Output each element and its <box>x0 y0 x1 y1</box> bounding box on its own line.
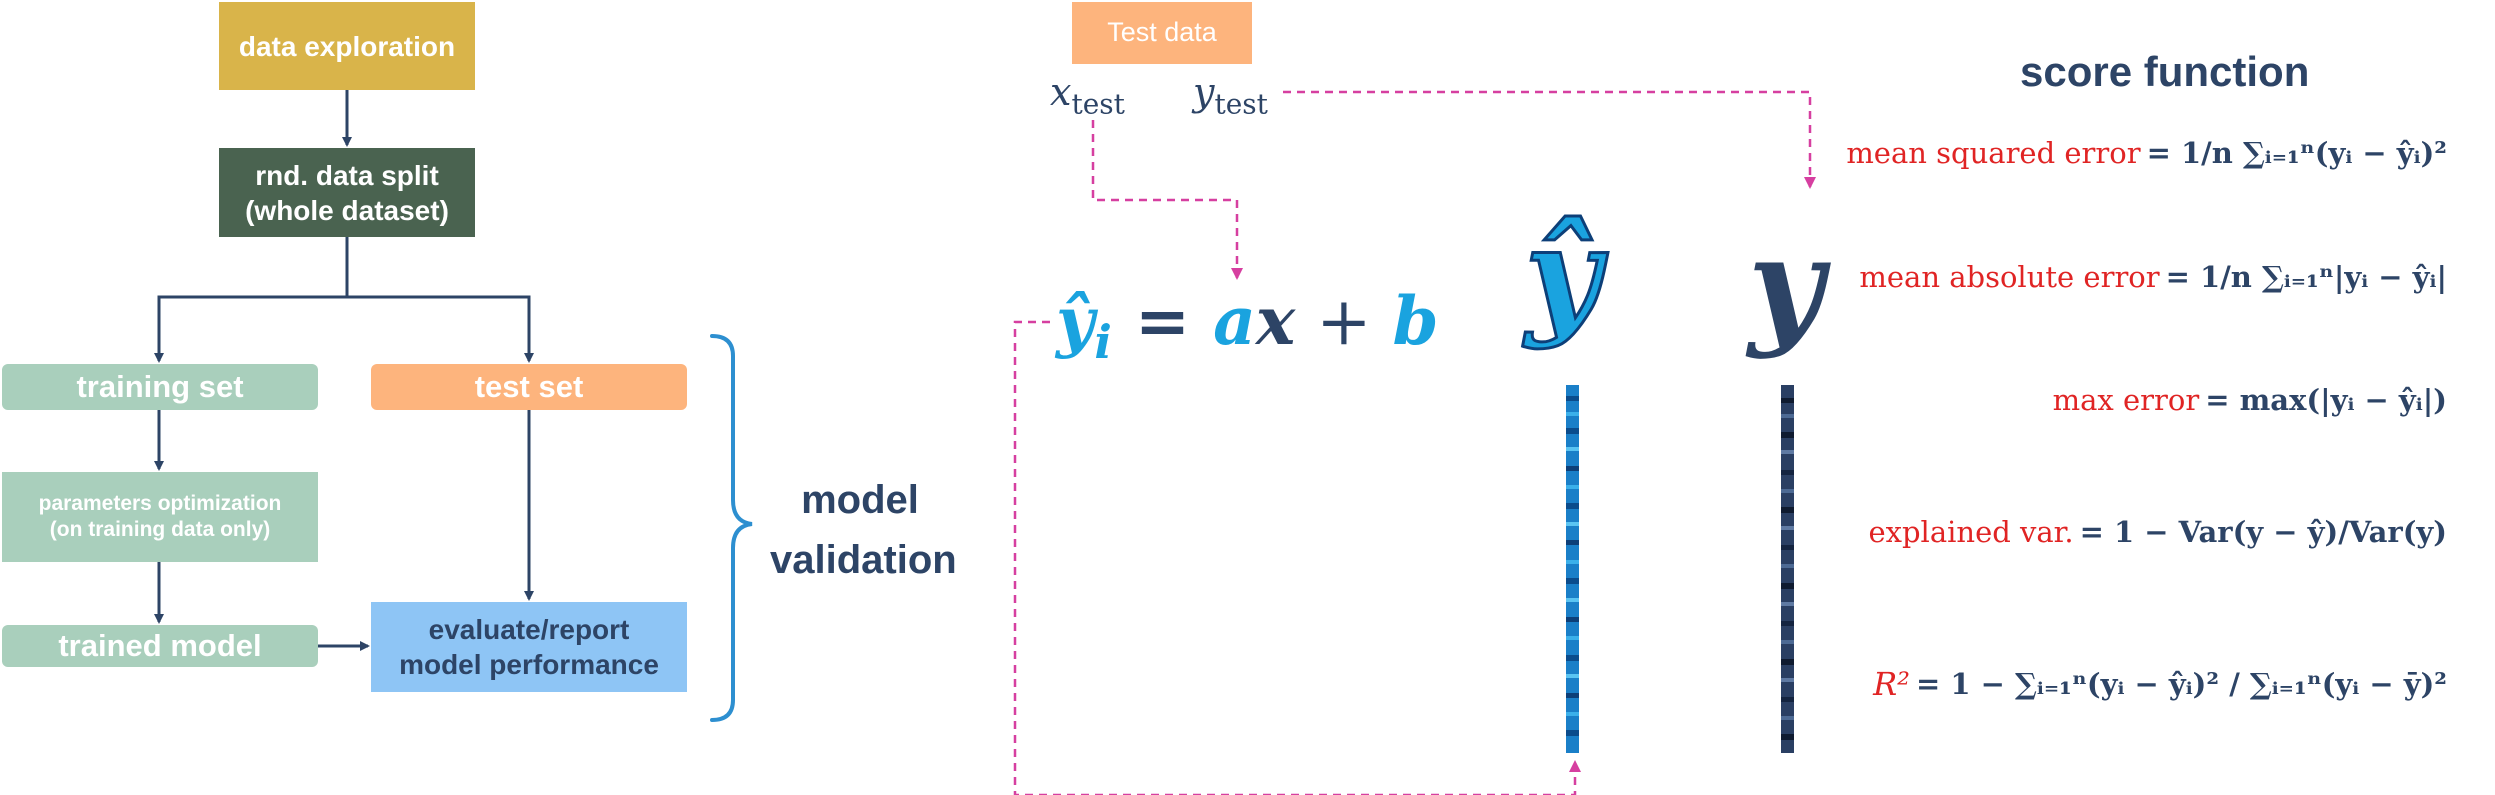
data-exploration-label: data exploration <box>238 30 456 62</box>
equation-yhat-sub: i <box>1094 315 1112 370</box>
metric-r2: R² = 1 − ∑ᵢ₌₁ⁿ(yᵢ − ŷᵢ)² / ∑ᵢ₌₁ⁿ(yᵢ − ȳ)… <box>1873 665 2447 703</box>
validation-brace <box>710 334 753 722</box>
parameters-optimization-box[interactable]: parameters optimization (on training dat… <box>2 472 318 562</box>
metric-max-error-label: max error <box>2052 383 2200 417</box>
trained-model-label: trained model <box>58 627 262 663</box>
test-set-label: test set <box>474 368 584 404</box>
model-validation-label: model validation <box>770 470 957 590</box>
score-function-title: score function <box>2020 48 2310 95</box>
regression-equation: ŷi = ax + b <box>1056 282 1439 369</box>
trained-model-box[interactable]: trained model <box>2 625 318 667</box>
yhat-symbol: ŷ <box>1524 198 1603 351</box>
dashed-xtest-to-equation <box>1091 120 1243 280</box>
split-connector <box>154 237 349 363</box>
metric-mae: mean absolute error = 1/n ∑ᵢ₌₁ⁿ|yᵢ − ŷᵢ| <box>1859 260 2447 294</box>
x-test-label: xtest <box>1050 70 1125 121</box>
split-connector-right <box>347 295 534 363</box>
metric-explained-var: explained var. = 1 − Var(y − ŷ)/Var(y) <box>1868 515 2447 549</box>
equation-equals: = <box>1111 282 1214 360</box>
yhat-vector-column <box>1566 385 1579 753</box>
model-validation-line-2: validation <box>770 538 957 582</box>
test-data-box[interactable]: Test data <box>1072 2 1252 64</box>
data-split-label-1: rnd. data split <box>255 159 439 191</box>
model-validation-line-1: model <box>801 478 919 522</box>
y-test-sub: test <box>1214 87 1268 121</box>
metric-r2-label: R² <box>1873 665 1910 703</box>
y-test-var: y <box>1193 70 1215 114</box>
evaluate-label-2: model performance <box>399 649 659 680</box>
y-symbol: y <box>1748 208 1824 361</box>
data-split-box[interactable]: rnd. data split (whole dataset) <box>219 148 475 237</box>
equation-yhat: ŷ <box>1056 282 1095 360</box>
metric-r2-formula: = 1 − ∑ᵢ₌₁ⁿ(yᵢ − ŷᵢ)² / ∑ᵢ₌₁ⁿ(yᵢ − ȳ)² <box>1915 667 2447 701</box>
metric-max-error-formula: = max(|yᵢ − ŷᵢ|) <box>2205 383 2447 417</box>
evaluate-box[interactable]: evaluate/report model performance <box>371 602 687 692</box>
data-split-label-2: (whole dataset) <box>245 194 449 226</box>
test-data-label: Test data <box>1107 17 1217 48</box>
metric-max-error: max error = max(|yᵢ − ŷᵢ|) <box>2053 383 2447 417</box>
training-set-box[interactable]: training set <box>2 364 318 410</box>
y-test-label: ytest <box>1193 70 1268 121</box>
metric-mse-formula: = 1/n ∑ᵢ₌₁ⁿ(yᵢ − ŷᵢ)² <box>2146 136 2447 170</box>
data-exploration-box[interactable]: data exploration <box>219 2 475 90</box>
x-test-sub: test <box>1071 87 1125 121</box>
metric-mse-label: mean squared error <box>1846 136 2141 170</box>
y-vector-column <box>1781 385 1794 753</box>
equation-a: a <box>1213 282 1256 360</box>
param-opt-label-1: parameters optimization <box>38 491 282 515</box>
equation-plus: + <box>1295 283 1393 360</box>
equation-x: x <box>1255 282 1296 360</box>
param-opt-label-2: (on training data only) <box>49 518 271 541</box>
training-set-label: training set <box>76 368 244 404</box>
dashed-equation-to-yhat <box>1013 320 1581 795</box>
metric-mse: mean squared error = 1/n ∑ᵢ₌₁ⁿ(yᵢ − ŷᵢ)² <box>1846 136 2447 170</box>
test-set-box[interactable]: test set <box>371 364 687 410</box>
metric-explained-var-label: explained var. <box>1868 515 2074 549</box>
equation-b: b <box>1392 282 1439 360</box>
x-test-var: x <box>1050 70 1072 114</box>
dashed-ytest-to-y <box>1283 90 1816 189</box>
evaluate-label-1: evaluate/report <box>428 614 630 645</box>
metric-explained-var-formula: = 1 − Var(y − ŷ)/Var(y) <box>2079 515 2447 549</box>
metric-mae-formula: = 1/n ∑ᵢ₌₁ⁿ|yᵢ − ŷᵢ| <box>2165 260 2447 294</box>
metric-mae-label: mean absolute error <box>1859 260 2160 294</box>
